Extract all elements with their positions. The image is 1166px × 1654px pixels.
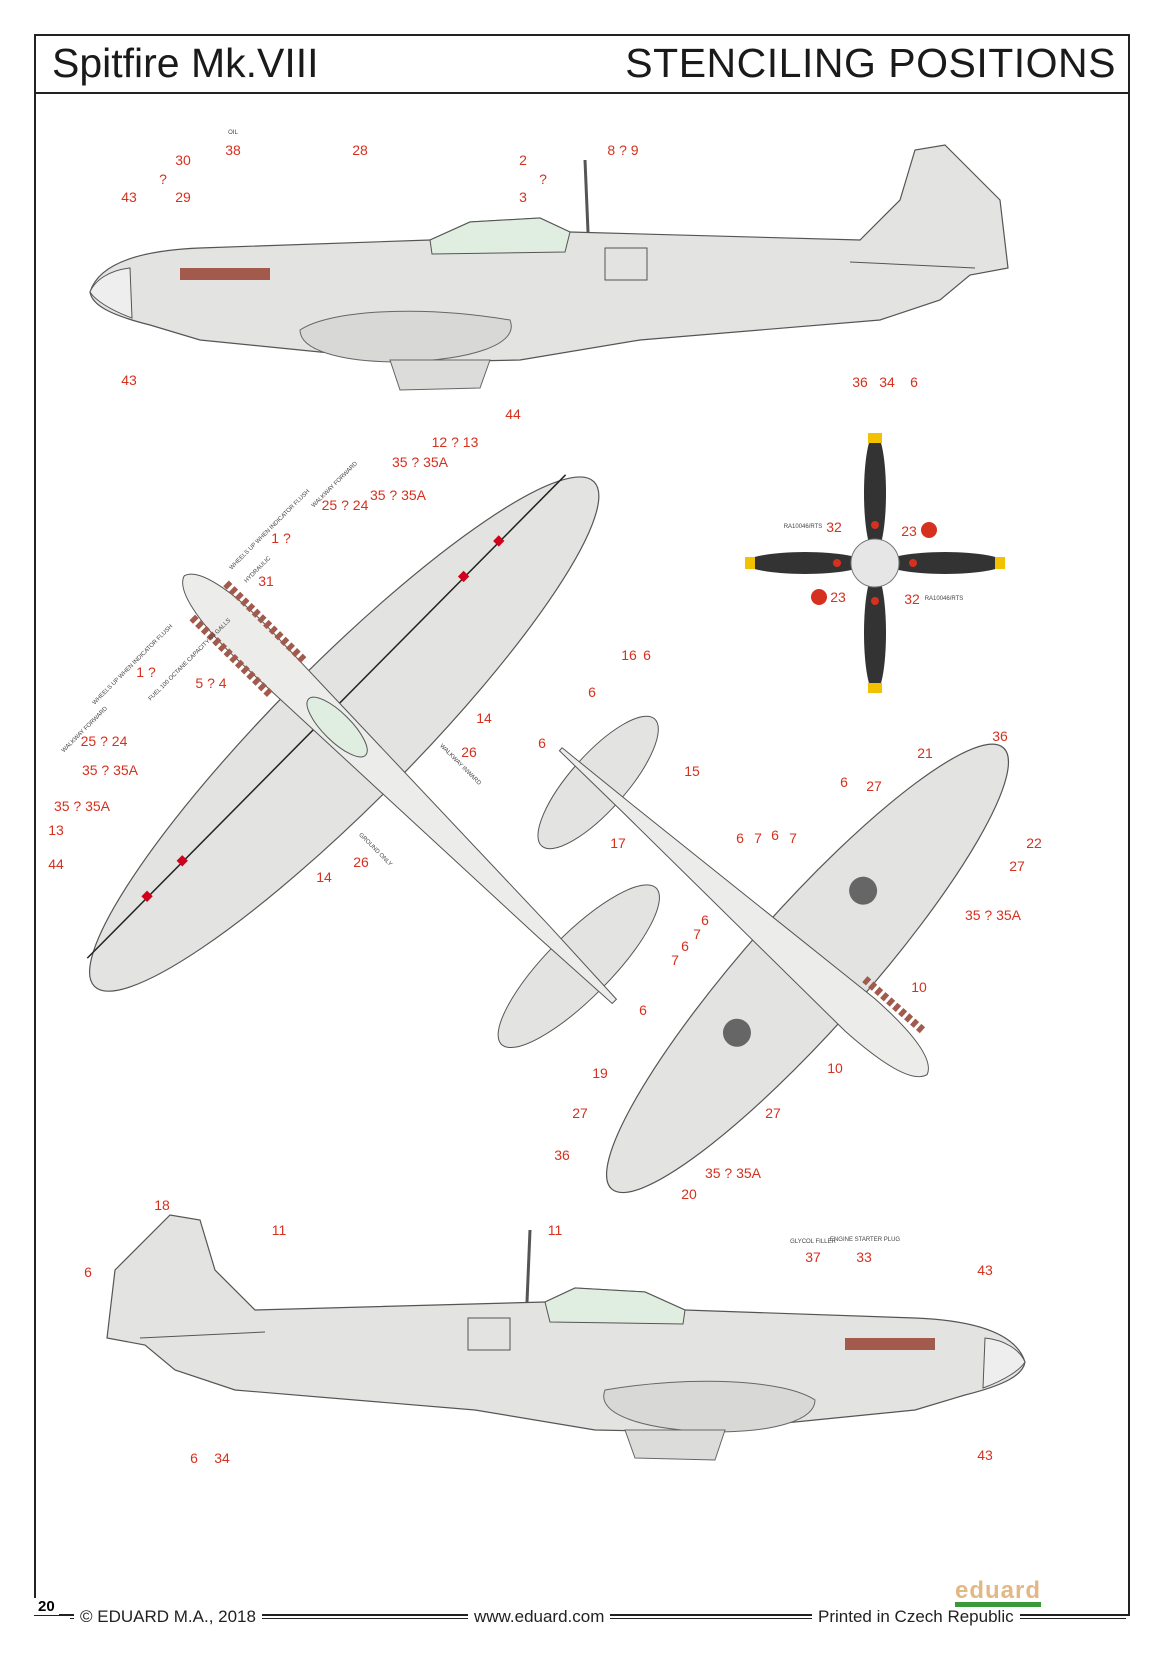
top-view — [86, 474, 660, 1049]
stencil-text: RA10046/RTS — [783, 524, 823, 530]
callout-number: 36 — [852, 374, 868, 390]
callout-number: 43 — [121, 189, 137, 205]
section-title: STENCILING POSITIONS — [625, 40, 1116, 86]
callout-number: 35 ? 35A — [81, 762, 139, 778]
callout-number: 16 — [621, 647, 637, 663]
callout-number: 44 — [48, 856, 64, 872]
callout-number: 6 — [538, 735, 546, 751]
callout-number: 11 — [271, 1222, 287, 1238]
stencil-text: GLYCOL FILLER — [790, 1239, 836, 1245]
copyright: © EDUARD M.A., 2018 — [74, 1607, 262, 1627]
callout-number: 21 — [917, 745, 933, 761]
callout-number: 34 — [214, 1450, 230, 1466]
callout-number: 14 — [476, 710, 492, 726]
callout-number: 13 — [48, 822, 64, 838]
callout-number: 25 ? 24 — [80, 733, 128, 749]
callout-number: 1 ? — [136, 664, 156, 680]
callout-number: 35 ? 35A — [53, 798, 111, 814]
callout-number: 6 — [736, 830, 744, 846]
callout-number: 6 — [588, 684, 596, 700]
callout-number: 37 — [805, 1249, 821, 1265]
callout-number: 35 ? 35A — [391, 454, 449, 470]
callout-number: 27 — [1009, 858, 1025, 874]
callout-number: 2 — [519, 152, 527, 168]
callout-number: 43 — [977, 1262, 993, 1278]
callout-number: 6 — [639, 1002, 647, 1018]
callout-number: 32 — [904, 591, 920, 607]
stencil-text: OIL — [228, 130, 238, 136]
callout-number: 35 ? 35A — [704, 1165, 762, 1181]
callout-number: 44 — [505, 406, 521, 422]
callout-number: 20 — [681, 1186, 697, 1202]
callout-number: 7 — [789, 830, 797, 846]
callout-number: 7 — [671, 952, 679, 968]
callout-number: 27 — [866, 778, 882, 794]
callout-number: 8 ? 9 — [607, 142, 639, 158]
callout-number: 31 — [258, 573, 274, 589]
callout-number: 5 ? 4 — [195, 675, 227, 691]
callout-number: 30 — [175, 152, 191, 168]
callout-number: 14 — [316, 869, 332, 885]
model-title: Spitfire Mk.VIII — [52, 40, 319, 86]
callout-number: 34 — [879, 374, 895, 390]
callout-number: 43 — [977, 1447, 993, 1463]
callout-number: 23 — [901, 523, 917, 539]
callout-number: 36 — [992, 728, 1008, 744]
callout-number: 6 — [84, 1264, 92, 1280]
page-header: Spitfire Mk.VIII STENCILING POSITIONS — [34, 34, 1130, 94]
callout-number: 3 — [519, 189, 527, 205]
callout-number: 18 — [154, 1197, 170, 1213]
callout-number: 7 — [693, 926, 701, 942]
callout-number: 19 — [592, 1065, 608, 1081]
callout-number: 10 — [911, 979, 927, 995]
eduard-logo: eduard — [955, 1579, 1042, 1607]
callout-number: 27 — [572, 1105, 588, 1121]
callout-number: 33 — [856, 1249, 872, 1265]
callout-number: 35 ? 35A — [964, 907, 1022, 923]
callout-number: 27 — [765, 1105, 781, 1121]
website: www.eduard.com — [468, 1607, 611, 1627]
callout-number: 6 — [190, 1450, 198, 1466]
callout-number: 6 — [681, 938, 689, 954]
callout-number: 32 — [826, 519, 842, 535]
callout-number: 10 — [827, 1060, 843, 1076]
printed-in: Printed in Czech Republic — [812, 1607, 1020, 1627]
callout-number: 26 — [461, 744, 477, 760]
callout-number: 36 — [554, 1147, 570, 1163]
callout-number: 11 — [547, 1222, 563, 1238]
callout-number: 26 — [353, 854, 369, 870]
page-number: 20 — [34, 1598, 59, 1615]
callout-number: 25 ? 24 — [321, 497, 369, 513]
callout-number: 1 ? — [271, 530, 291, 546]
callout-number: 6 — [910, 374, 918, 390]
callout-number: 12 ? 13 — [431, 434, 479, 450]
callout-number: 35 ? 35A — [369, 487, 427, 503]
bottom-view — [537, 715, 1010, 1194]
callout-number: 6 — [643, 647, 651, 663]
callout-number: 6 — [701, 912, 709, 928]
callout-number: 17 — [610, 835, 626, 851]
callout-number: 15 — [684, 763, 700, 779]
callout-number: 43 — [121, 372, 137, 388]
callout-number: ? — [539, 171, 547, 187]
stencil-text: RA10046/RTS — [924, 596, 964, 602]
callout-number: 7 — [754, 830, 762, 846]
callout-number: 38 — [225, 142, 241, 158]
callout-number: 6 — [840, 774, 848, 790]
callout-number: ? — [159, 171, 167, 187]
callout-number: 22 — [1026, 835, 1042, 851]
side-view-right — [105, 1213, 1027, 1462]
callout-number: 28 — [352, 142, 368, 158]
stencil-text: ENGINE STARTER PLUG — [829, 1237, 901, 1243]
callout-number: 6 — [771, 827, 779, 843]
callout-number: 23 — [830, 589, 846, 605]
propeller-view — [745, 433, 1005, 693]
callout-number: 29 — [175, 189, 191, 205]
side-view-left — [88, 143, 1010, 392]
